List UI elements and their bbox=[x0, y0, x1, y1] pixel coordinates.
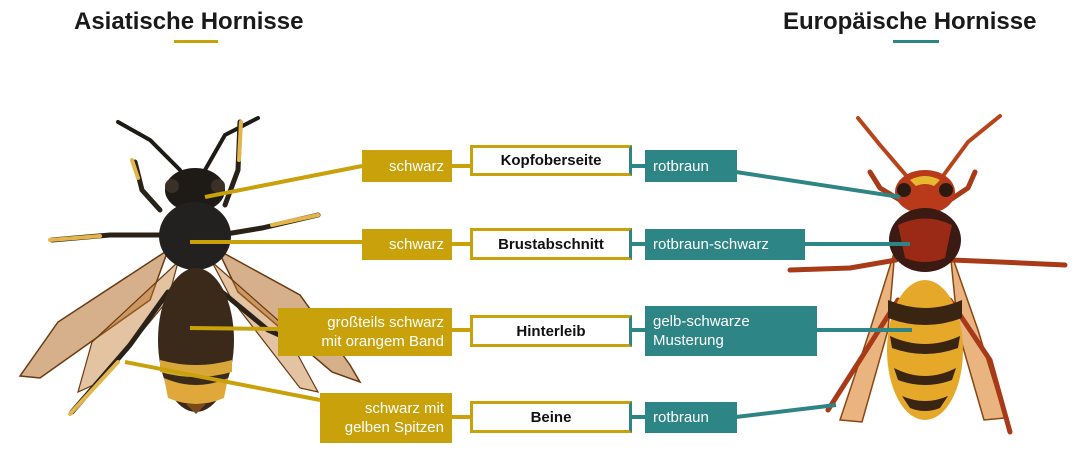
feature-abdomen: Hinterleib bbox=[470, 315, 632, 347]
asian-head-label: schwarz bbox=[362, 150, 452, 182]
asian-hornet-title: Asiatische Hornisse bbox=[74, 8, 304, 35]
asian-thorax-label: schwarz bbox=[362, 229, 452, 260]
asian-legs-label: schwarz mit gelben Spitzen bbox=[320, 393, 452, 443]
asian-hornet-image bbox=[18, 116, 362, 416]
feature-head: Kopfoberseite bbox=[470, 145, 632, 176]
european-hornet-image bbox=[787, 114, 1068, 435]
asian-title-underline bbox=[174, 40, 218, 43]
european-title-underline bbox=[893, 40, 939, 43]
asian-abdomen-label: großteils schwarz mit orangem Band bbox=[278, 308, 452, 356]
european-legs-label: rotbraun bbox=[645, 402, 737, 433]
feature-thorax: Brustabschnitt bbox=[470, 228, 632, 260]
european-thorax-label: rotbraun-schwarz bbox=[645, 229, 805, 260]
european-head-label: rotbraun bbox=[645, 150, 737, 182]
european-hornet-title: Europäische Hornisse bbox=[783, 8, 1037, 35]
feature-legs: Beine bbox=[470, 401, 632, 433]
european-abdomen-label: gelb-schwarze Musterung bbox=[645, 306, 817, 356]
